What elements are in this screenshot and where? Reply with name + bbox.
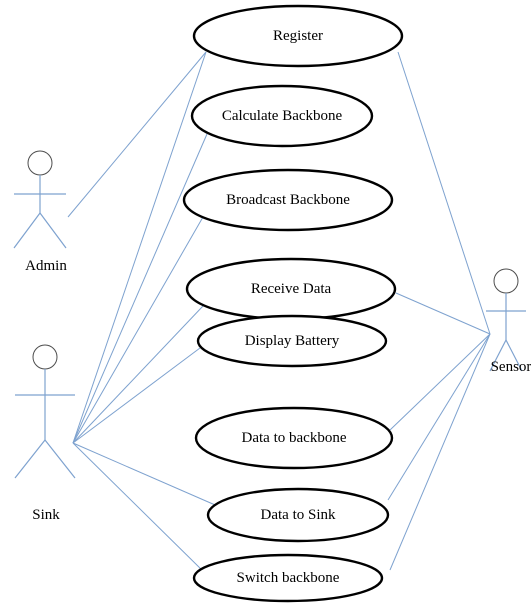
use-case-register: Register (192, 4, 404, 68)
actor-right-leg (44, 439, 76, 479)
association-sink-calculate-backbone (72, 133, 208, 444)
use-case-switch-backbone: Switch backbone (192, 553, 384, 603)
use-case-ellipse (190, 84, 374, 148)
association-sink-display-battery (72, 347, 201, 444)
use-case-broadcast-backbone: Broadcast Backbone (182, 168, 394, 232)
use-case-register-label: Register (273, 28, 323, 44)
actor-left-leg (13, 212, 41, 249)
association-sensor-data-to-sink (387, 333, 491, 501)
use-case-ellipse (192, 4, 404, 68)
actor-right-leg (39, 212, 67, 249)
actor-head (32, 344, 58, 370)
use-case-display-battery-label: Display Battery (245, 333, 340, 349)
association-sink-data-to-sink (72, 442, 223, 509)
use-case-ellipse (192, 553, 384, 603)
association-sensor-register (397, 51, 491, 335)
association-admin-register (67, 51, 207, 218)
use-case-ellipse (194, 406, 394, 470)
use-case-data-to-backbone-label: Data to backbone (242, 430, 347, 446)
associations (67, 51, 491, 575)
actor-head (27, 150, 53, 176)
association-sink-broadcast-backbone (72, 216, 204, 444)
actor-head (493, 268, 519, 294)
actor-admin: Admin (13, 150, 67, 274)
use-case-calculate-backbone-label: Calculate Backbone (222, 108, 343, 124)
actor-left-leg (489, 339, 507, 372)
use-case-data-to-sink: Data to Sink (206, 487, 390, 543)
use-case-data-to-sink-label: Data to Sink (261, 507, 336, 523)
actor-admin-label: Admin (25, 258, 67, 274)
use-case-receive-data-label: Receive Data (251, 281, 332, 297)
association-sensor-receive-data (395, 292, 491, 335)
use-case-ellipse (196, 314, 388, 368)
association-sink-register (72, 51, 207, 444)
use-case-broadcast-backbone-label: Broadcast Backbone (226, 192, 350, 208)
association-sensor-switch-backbone (389, 333, 491, 571)
actor-right-leg (505, 339, 523, 372)
use-case-receive-data: Receive Data (185, 257, 397, 321)
association-sink-receive-data (72, 305, 204, 444)
actor-left-leg (14, 439, 46, 479)
use-case-switch-backbone-label: Switch backbone (237, 570, 340, 586)
actor-sensor-label: Sensor (491, 359, 531, 375)
use-case-ellipse (206, 487, 390, 543)
use-case-display-battery: Display Battery (196, 314, 388, 368)
association-sensor-data-to-backbone (389, 333, 491, 431)
use-case-calculate-backbone: Calculate Backbone (190, 84, 374, 148)
use-case-ellipse (182, 168, 394, 232)
actor-sensor: Sensor (486, 268, 531, 375)
actor-sink-label: Sink (32, 507, 60, 523)
use-case-data-to-backbone: Data to backbone (194, 406, 394, 470)
actor-sink: Sink (14, 344, 76, 523)
association-sink-switch-backbone (72, 442, 207, 575)
